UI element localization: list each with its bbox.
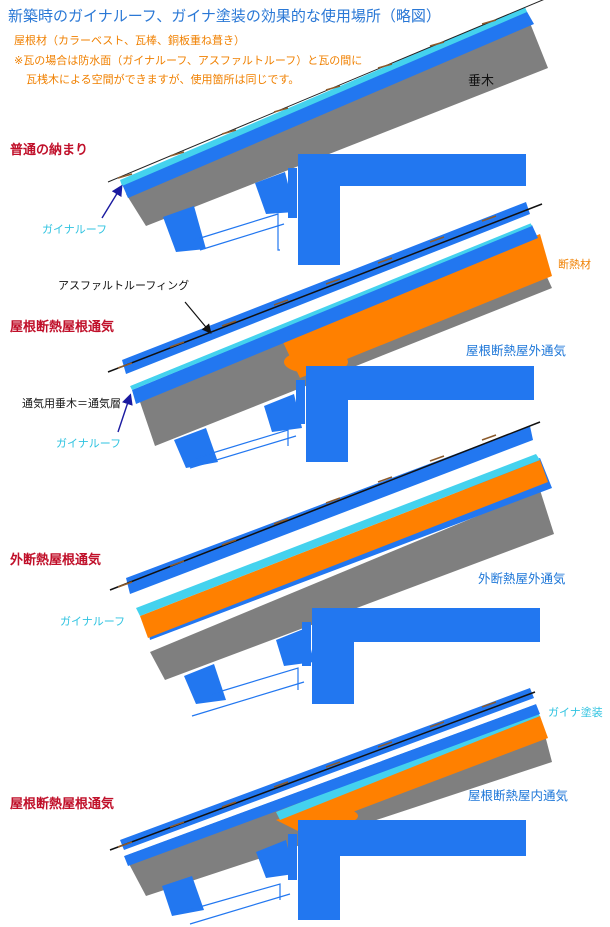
diagram-4-vent-label: 屋根断熱屋内通気 [468,788,569,803]
vent-rafter-label: 通気用垂木＝通気層 [22,397,121,410]
diagram-4-indoor-vent [109,688,552,925]
gaina-paint-label: ガイナ塗装 [548,706,603,719]
diagram-2-heading: 屋根断熱屋根通気 [10,320,115,335]
rafter-label: 垂木 [468,74,495,89]
diagram-4-heading: 屋根断熱屋根通気 [10,797,115,812]
diagram-3-vent-label: 外断熱屋外通気 [478,571,566,586]
diagram-3-heading: 外断熱屋根通気 [10,553,102,568]
note-line-3: 瓦桟木による空間ができますが、使用箇所は同じです。 [26,73,300,86]
diagram-2-vent-label: 屋根断熱屋外通気 [466,343,567,358]
diagram-1-gaina-label: ガイナルーフ [42,223,108,236]
diagram-1-normal [101,0,548,265]
diagram-3-external-insulation [109,421,554,717]
rafter-gray [126,18,548,226]
note-line-2: ※瓦の場合は防水面（ガイナルーフ、アスファルトルーフ）と瓦の間に [14,54,363,67]
sheathing-blue [122,10,534,198]
gaina-layer [120,7,527,186]
diagram-2-roof-insulation [107,202,552,469]
page-title: 新築時のガイナルーフ、ガイナ塗装の効果的な使用場所（略図） [8,7,441,25]
diagram-1-heading: 普通の納まり [10,143,89,158]
asphalt-roofing-label: アスファルトルーフィング [58,279,190,292]
note-line-1: 屋根材（カラーベスト、瓦棒、銅板重ね葺き） [14,34,245,47]
diagram-2-gaina-label: ガイナルーフ [56,437,122,450]
insulation-label: 断熱材 [558,258,591,271]
diagram-3-gaina-label: ガイナルーフ [60,615,126,628]
